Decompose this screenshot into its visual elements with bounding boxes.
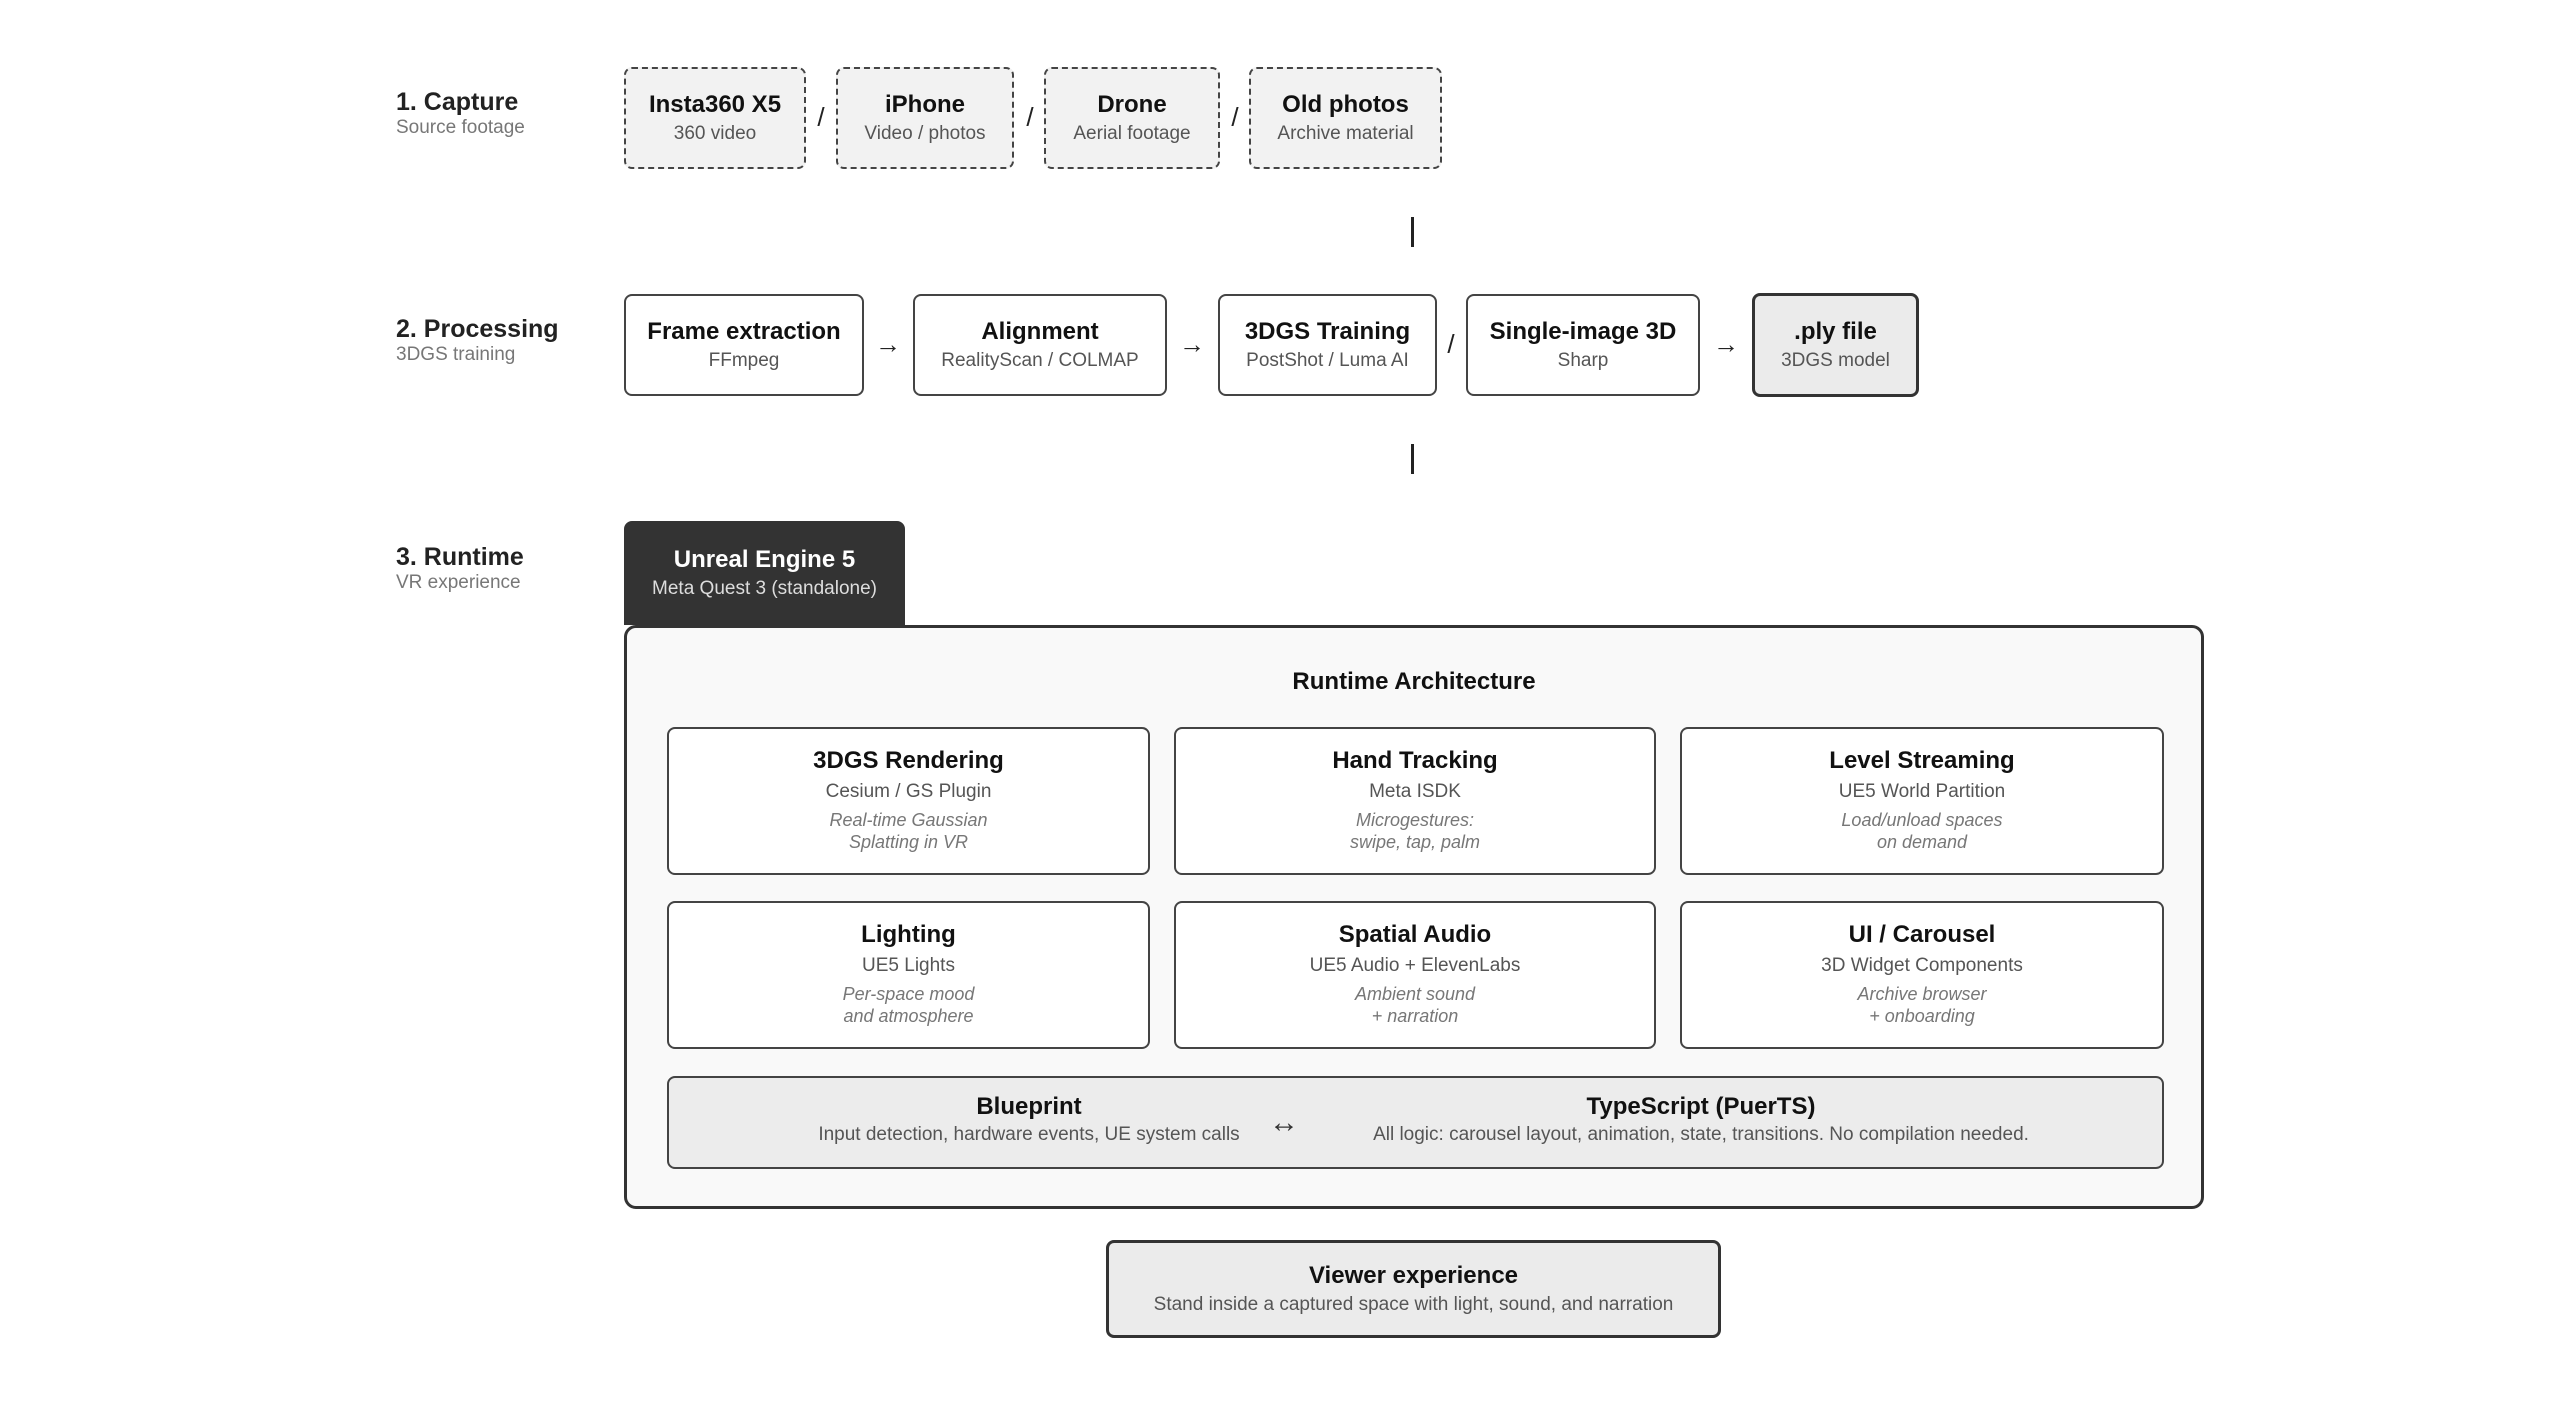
blueprint-column: Blueprint Input detection, hardware even… <box>804 1092 1254 1148</box>
node-subtitle: RealityScan / COLMAP <box>941 350 1139 371</box>
node-title: Alignment <box>981 318 1099 345</box>
node-subtitle: Aerial footage <box>1073 123 1191 144</box>
node-title: Old photos <box>1282 91 1409 118</box>
card-subtitle: Cesium / GS Plugin <box>825 781 992 802</box>
node-subtitle: Sharp <box>1557 350 1609 371</box>
architecture-title: Runtime Architecture <box>1292 668 1536 695</box>
node-subtitle: Video / photos <box>864 123 986 144</box>
card-note: Archive browser+ onboarding <box>1857 984 1987 1026</box>
card-level-streaming: Level Streaming UE5 World Partition Load… <box>1680 727 2164 875</box>
node-title: Single-image 3D <box>1489 318 1677 345</box>
node-title: .ply file <box>1794 318 1877 345</box>
card-subtitle: 3D Widget Components <box>1821 955 2023 976</box>
bidirectional-arrow: ↔ <box>1269 1106 1299 1139</box>
card-title: UI / Carousel <box>1848 921 1996 948</box>
slash-separator: / <box>1447 329 1455 359</box>
arrow-separator: → <box>875 329 901 359</box>
stage-processing: 2. Processing 3DGS training <box>396 315 559 366</box>
connector-line <box>1411 444 1414 474</box>
blueprint-typescript-bar: Blueprint Input detection, hardware even… <box>667 1076 2164 1169</box>
card-spatial-audio: Spatial Audio UE5 Audio + ElevenLabs Amb… <box>1174 901 1656 1049</box>
slash-separator: / <box>817 102 825 132</box>
stage-title: 2. Processing <box>396 315 559 343</box>
card-subtitle: UE5 World Partition <box>1838 781 2006 802</box>
runtime-architecture-panel: Runtime Architecture 3DGS Rendering Cesi… <box>624 625 2204 1209</box>
node-title: Drone <box>1097 91 1167 118</box>
engine-node: Unreal Engine 5 Meta Quest 3 (standalone… <box>624 521 905 625</box>
stage-subtitle: VR experience <box>396 572 521 593</box>
card-subtitle: UE5 Lights <box>862 955 955 976</box>
slash-separator: / <box>1026 102 1034 132</box>
node-title: Insta360 X5 <box>648 91 782 118</box>
card-title: Spatial Audio <box>1338 921 1492 948</box>
node-title: Viewer experience <box>1308 1262 1519 1289</box>
node-title: 3DGS Training <box>1244 318 1411 345</box>
node-title: Unreal Engine 5 <box>673 546 856 573</box>
stage-subtitle: 3DGS training <box>396 344 516 365</box>
card-note: Ambient sound+ narration <box>1354 984 1476 1026</box>
slash-separator: / <box>1231 102 1239 132</box>
card-3dgs-rendering: 3DGS Rendering Cesium / GS Plugin Real-t… <box>667 727 1150 875</box>
node-subtitle: Meta Quest 3 (standalone) <box>652 578 877 599</box>
card-note: Microgestures:swipe, tap, palm <box>1349 810 1481 852</box>
node-subtitle: PostShot / Luma AI <box>1246 350 1409 371</box>
arrow-separator: → <box>1713 329 1739 359</box>
node-subtitle: 3DGS model <box>1781 350 1890 371</box>
card-subtitle: Meta ISDK <box>1369 781 1461 802</box>
typescript-column: TypeScript (PuerTS) All logic: carousel … <box>1361 1092 2041 1148</box>
node-subtitle: Stand inside a captured space with light… <box>1153 1294 1674 1315</box>
capture-node-iphone: iPhone Video / photos <box>836 67 1014 169</box>
viewer-experience-node: Viewer experience Stand inside a capture… <box>1106 1240 1721 1338</box>
bar-description: Input detection, hardware events, UE sys… <box>818 1124 1240 1145</box>
card-hand-tracking: Hand Tracking Meta ISDK Microgestures:sw… <box>1174 727 1656 875</box>
card-subtitle: UE5 Audio + ElevenLabs <box>1309 955 1521 976</box>
processing-node-single-image-3d: Single-image 3D Sharp <box>1466 294 1700 396</box>
node-title: iPhone <box>884 91 965 118</box>
stage-runtime: 3. Runtime VR experience <box>396 543 524 594</box>
stage-capture: 1. Capture Source footage <box>396 88 525 139</box>
card-title: Lighting <box>861 921 956 948</box>
node-subtitle: Archive material <box>1277 123 1414 144</box>
card-title: 3DGS Rendering <box>813 747 1004 774</box>
node-subtitle: FFmpeg <box>708 350 780 371</box>
processing-node-alignment: Alignment RealityScan / COLMAP <box>913 294 1167 396</box>
card-title: Level Streaming <box>1829 747 2015 774</box>
node-title: Frame extraction <box>647 318 841 345</box>
stage-title: 1. Capture <box>396 88 519 116</box>
connector-line <box>1411 217 1414 247</box>
capture-node-drone: Drone Aerial footage <box>1044 67 1220 169</box>
capture-node-old-photos: Old photos Archive material <box>1249 67 1442 169</box>
node-subtitle: 360 video <box>673 123 757 144</box>
stage-subtitle: Source footage <box>396 117 525 138</box>
bar-title: TypeScript (PuerTS) <box>1586 1093 1816 1120</box>
processing-node-frame-extraction: Frame extraction FFmpeg <box>624 294 864 396</box>
capture-node-insta360: Insta360 X5 360 video <box>624 67 806 169</box>
stage-title: 3. Runtime <box>396 543 524 571</box>
arrow-separator: → <box>1179 329 1205 359</box>
bar-title: Blueprint <box>976 1093 1082 1120</box>
processing-node-ply-file: .ply file 3DGS model <box>1752 293 1919 397</box>
bar-description: All logic: carousel layout, animation, s… <box>1373 1124 2029 1145</box>
processing-node-3dgs-training: 3DGS Training PostShot / Luma AI <box>1218 294 1437 396</box>
card-title: Hand Tracking <box>1332 747 1498 774</box>
card-ui-carousel: UI / Carousel 3D Widget Components Archi… <box>1680 901 2164 1049</box>
